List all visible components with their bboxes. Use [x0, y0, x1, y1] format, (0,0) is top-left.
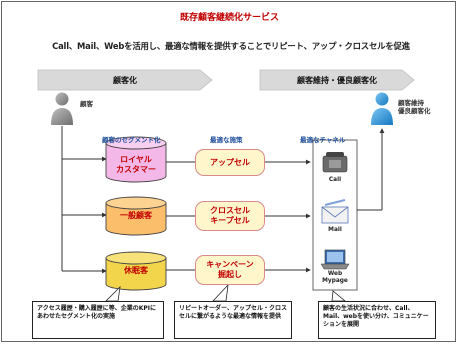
- diagram-title: 既存顧客継続化サービス: [179, 13, 279, 23]
- column-header-channel: 最適なチャネル: [300, 136, 346, 144]
- laptop-icon: [320, 249, 350, 270]
- callout-segment: アクセス履歴・購入履歴に等、企業のKPIにあわせたセグメント化の実施: [32, 301, 164, 339]
- segment-cylinder-3: [105, 251, 167, 291]
- measure-box-1: アップセル: [195, 149, 265, 176]
- segment-cylinder-2: [105, 196, 167, 236]
- segment-cylinder-1: [105, 136, 167, 183]
- phase-label-2: 顧客維持・優良顧客化: [297, 76, 377, 85]
- column-header-measure: 最適な施策: [210, 136, 243, 144]
- person-blue-icon: [371, 92, 393, 125]
- phase-label-1: 顧客化: [113, 76, 137, 85]
- segment-label-1: ロイヤル カスタマー: [116, 155, 156, 174]
- callout-channel: 顧客の生活状況に合わせ、Call、Mail、webを使い分け、コミュニケーション…: [318, 301, 436, 339]
- channel-label-web: Web Mypage: [322, 271, 348, 284]
- measure-box-2: クロスセル キープセル: [195, 201, 265, 231]
- callout-pointer-2: [212, 283, 229, 302]
- channel-label-call: Call: [328, 177, 342, 183]
- measure-box-3: キャンペーン 掘起し: [195, 255, 265, 285]
- phase-arrow-1: [37, 69, 213, 91]
- diagram-subtitle: Call、Mail、Webを活用し、最適な情報を提供することでリピート、アップ・…: [52, 41, 410, 51]
- phase-arrow-2: [259, 69, 415, 91]
- person-label-left: 顧客: [80, 100, 93, 108]
- channel-label-mail: Mail: [328, 227, 342, 233]
- person-label-right: 顧客維持 優良顧客化: [398, 99, 431, 115]
- segment-label-2: 一般顧客: [120, 211, 152, 220]
- callout-pointer-1: [105, 285, 121, 302]
- column-header-segment: 顧客のセグメント化: [102, 136, 161, 144]
- callout-measure: リピートオーダー、アップセル・クロスセルに繋がるような最適な情報を提供: [174, 301, 292, 339]
- telephone-icon: [322, 152, 348, 173]
- person-gray-icon: [51, 92, 73, 125]
- envelope-icon: [321, 199, 349, 224]
- callout-pointer-3: [331, 290, 347, 302]
- segment-label-3: 休眠客: [124, 266, 148, 275]
